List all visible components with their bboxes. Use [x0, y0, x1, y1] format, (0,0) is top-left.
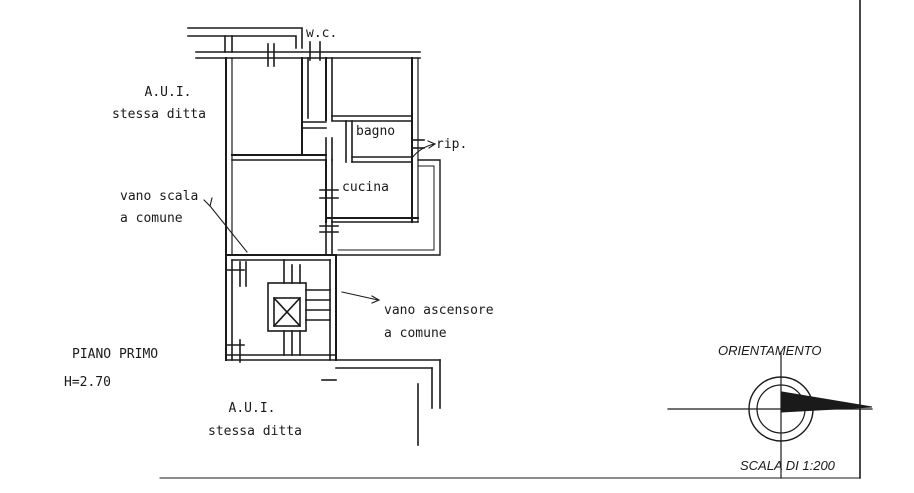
piano-primo-label: PIANO PRIMO	[72, 347, 159, 362]
interior-walls	[231, 57, 419, 256]
balcony	[331, 139, 441, 256]
cucina-label: cucina	[342, 180, 389, 195]
vano-scala-label-1: vano scala	[120, 189, 199, 204]
aui-bottom-label-1: A.U.I.	[228, 401, 276, 416]
aui-bottom-label-2: stessa ditta	[208, 424, 302, 439]
annotation-arrows	[203, 140, 437, 304]
scala-label: SCALA DI 1:200	[740, 458, 835, 473]
aui-top-label-1: A.U.I.	[144, 85, 192, 100]
top-wall-strip	[187, 27, 421, 67]
aui-top-label-2: stessa ditta	[112, 107, 206, 122]
bagno-label: bagno	[356, 124, 396, 139]
stair-core	[225, 254, 337, 363]
lower-adjacent-walls	[321, 359, 441, 446]
rip-label: rip.	[436, 137, 468, 152]
vano-ascensore-label-1: vano ascensore	[384, 303, 494, 318]
orientation-symbol	[667, 351, 873, 479]
altezza-label: H=2.70	[64, 375, 111, 390]
vano-ascensore-label-2: a comune	[384, 326, 447, 341]
orientamento-label: ORIENTAMENTO	[718, 343, 822, 358]
wc-label: w.c.	[306, 26, 338, 41]
vano-scala-label-2: a comune	[120, 211, 183, 226]
